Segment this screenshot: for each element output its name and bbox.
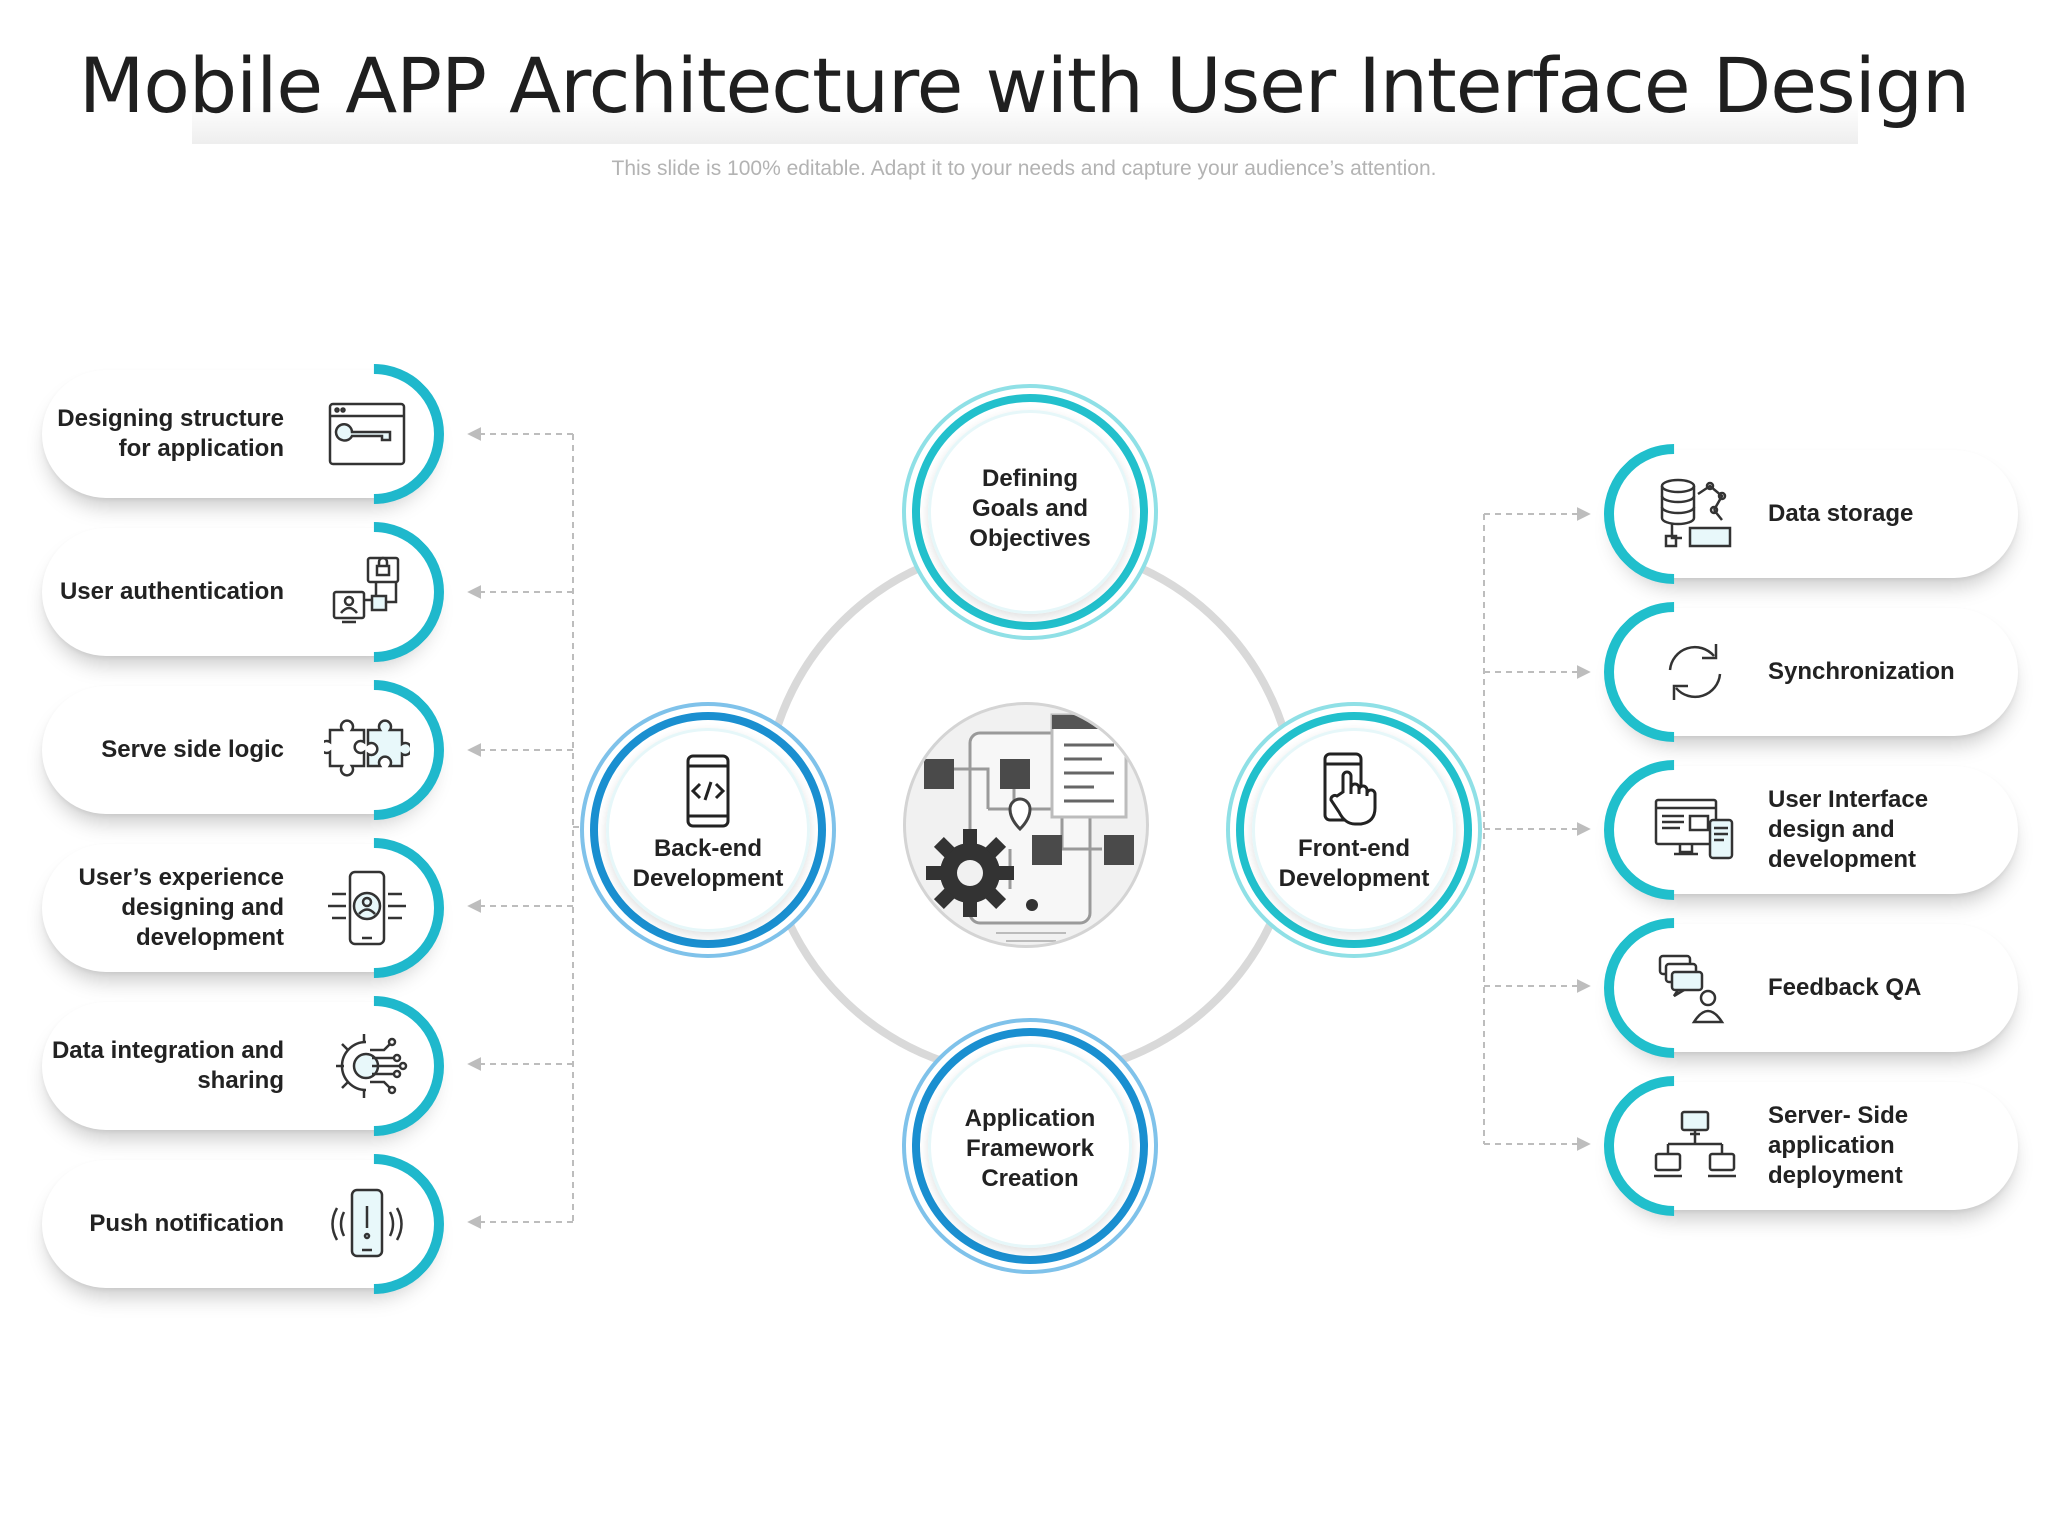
responsive-devices-icon	[1652, 790, 1738, 870]
app-architecture-icon	[903, 702, 1149, 948]
gear-circuit-icon	[324, 1026, 410, 1106]
node-label: Back-end Development	[632, 835, 784, 892]
title-underlay	[192, 52, 1858, 144]
right-item-label: Synchronization	[1768, 658, 1955, 685]
left-item-label: User authentication	[59, 578, 284, 605]
node-front-end-development: Front-end Development	[1236, 712, 1472, 948]
node-application-framework: Application Framework Creation	[912, 1028, 1148, 1264]
left-item-push-notification: Push notification	[42, 1125, 473, 1323]
left-item-label: Serve side logic	[101, 736, 284, 763]
page-title: Mobile APP Architecture with User Interf…	[78, 41, 1970, 130]
left-item-label: User’s experience designing and developm…	[78, 864, 284, 951]
left-item-user-authentication: User authentication	[42, 493, 473, 691]
phone-code-icon	[684, 754, 732, 833]
right-item-synchronization: Synchronization	[1575, 573, 2018, 771]
chat-user-icon	[1652, 948, 1738, 1028]
phone-alert-icon	[324, 1184, 410, 1264]
phone-user-icon	[324, 868, 410, 948]
page-subtitle: This slide is 100% editable. Adapt it to…	[611, 157, 1437, 180]
left-item-serve-side-logic: Serve side logic	[42, 651, 473, 849]
right-item-label: Feedback QA	[1768, 974, 1922, 1001]
right-item-server-side-deployment: Server- Side application deployment	[1575, 1047, 2018, 1245]
node-label: Application Framework Creation	[964, 1105, 1096, 1192]
user-lock-network-icon	[324, 552, 410, 632]
right-item-label: User Interface design and development	[1768, 786, 1929, 873]
network-computers-icon	[1652, 1106, 1738, 1186]
node-label: Defining Goals and Objectives	[969, 465, 1091, 552]
node-back-end-development: Back-end Development	[590, 712, 826, 948]
left-item-data-integration: Data integration and sharing	[42, 967, 473, 1165]
right-item-user-interface-design: User Interface design and development	[1575, 731, 2018, 929]
right-item-label: Data storage	[1768, 500, 1914, 527]
browser-wrench-icon	[324, 394, 410, 474]
left-item-users-experience: User’s experience designing and developm…	[42, 809, 473, 1007]
left-item-label: Push notification	[89, 1210, 284, 1237]
left-item-label: Designing structure for application	[57, 405, 284, 462]
puzzle-icon	[324, 710, 410, 790]
left-item-designing-structure: Designing structure for application	[42, 335, 473, 533]
phone-touch-icon	[1319, 752, 1389, 833]
sync-arrows-icon	[1652, 632, 1738, 712]
left-item-label: Data integration and sharing	[51, 1037, 284, 1094]
right-item-label: Server- Side application deployment	[1768, 1102, 1909, 1189]
node-label: Front-end Development	[1278, 835, 1430, 892]
node-defining-goals: Defining Goals and Objectives	[912, 394, 1148, 630]
database-network-icon	[1652, 474, 1738, 554]
right-item-data-storage: Data storage	[1575, 415, 2018, 613]
right-item-feedback-qa: Feedback QA	[1575, 889, 2018, 1087]
